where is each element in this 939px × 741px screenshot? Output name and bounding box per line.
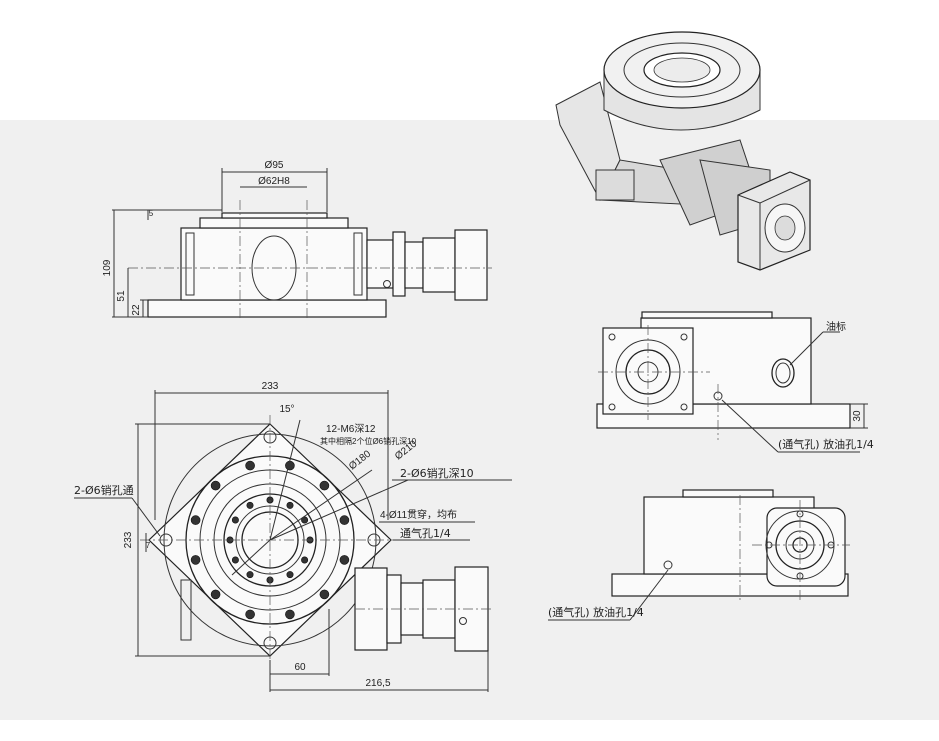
dim-216-5: 216,5 — [365, 678, 390, 689]
bolt-hole — [339, 555, 350, 565]
bolt-holes-outer — [190, 460, 350, 620]
label-pin-holes-left: 2-Ø6销孔通 — [74, 483, 134, 497]
inner-bolt-hole — [301, 556, 309, 564]
inner-bolt-hole — [286, 501, 294, 509]
front-table-ring — [221, 212, 328, 219]
front-view: Ø95 Ø62H8 5 109 51 22 — [102, 160, 492, 320]
label-m6: 12-M6深12 — [326, 423, 376, 435]
isometric-render — [555, 31, 811, 271]
bolt-hole — [245, 609, 255, 620]
rear-view: (通气孔) 放油孔1/4 — [548, 489, 850, 621]
label-pin-holes: 2-Ø6销孔深10 — [400, 466, 474, 480]
bolt-hole — [190, 515, 201, 525]
top-view: 233 233 15° 12-M6深12 其中相隔2个位Ø6销孔深10 Ø180… — [74, 381, 512, 692]
front-base-plate — [147, 299, 387, 318]
inner-bolt-hole — [286, 571, 294, 579]
label-vent-drain-right: (通气孔) 放油孔1/4 — [778, 437, 874, 451]
bolt-hole — [339, 515, 350, 525]
inner-bolt-hole — [246, 571, 254, 579]
inner-bolt-hole — [231, 556, 239, 564]
rear-vent-hole — [663, 560, 673, 570]
dim-7: 7 — [146, 541, 151, 550]
dim-phi180: Ø180 — [347, 448, 373, 472]
label-m6-sub: 其中相隔2个位Ø6销孔深10 — [320, 436, 417, 446]
dim-phi95: Ø95 — [265, 160, 284, 171]
front-table-top — [199, 217, 349, 229]
dim-30: 30 — [852, 410, 863, 422]
label-vent-hole: 通气孔1/4 — [400, 526, 451, 540]
dim-angle-15: 15° — [279, 404, 294, 415]
label-through-holes: 4-Ø11贯穿，均布 — [380, 508, 457, 521]
dim-phi62h8: Ø62H8 — [258, 176, 290, 187]
bolt-hole — [319, 589, 330, 600]
inner-bolt-hole — [246, 501, 254, 509]
bolt-hole — [285, 609, 295, 620]
bolt-hole — [190, 555, 201, 565]
bolt-hole — [245, 460, 255, 471]
front-motor-adapter — [454, 229, 488, 301]
right-view: 油标 30 (通气孔) 放油孔1/4 — [596, 311, 874, 453]
inner-bolt-hole — [231, 516, 239, 524]
front-housing — [180, 227, 368, 301]
bolt-hole — [319, 480, 330, 491]
dim-233-height: 233 — [123, 531, 134, 548]
dim-5: 5 — [149, 209, 154, 218]
dim-22: 22 — [131, 304, 142, 316]
dim-109: 109 — [102, 259, 113, 276]
dim-60: 60 — [294, 662, 306, 673]
motor-flange-3d — [659, 139, 811, 271]
rotary-table-3d — [603, 31, 761, 131]
bolt-hole — [210, 480, 221, 491]
bolt-hole — [210, 589, 221, 600]
oil-window — [771, 358, 795, 388]
label-vent-drain-rear: (通气孔) 放油孔1/4 — [548, 605, 644, 619]
dim-51: 51 — [116, 290, 127, 302]
dim-233-width: 233 — [262, 381, 279, 392]
label-oil-window: 油标 — [826, 320, 846, 333]
